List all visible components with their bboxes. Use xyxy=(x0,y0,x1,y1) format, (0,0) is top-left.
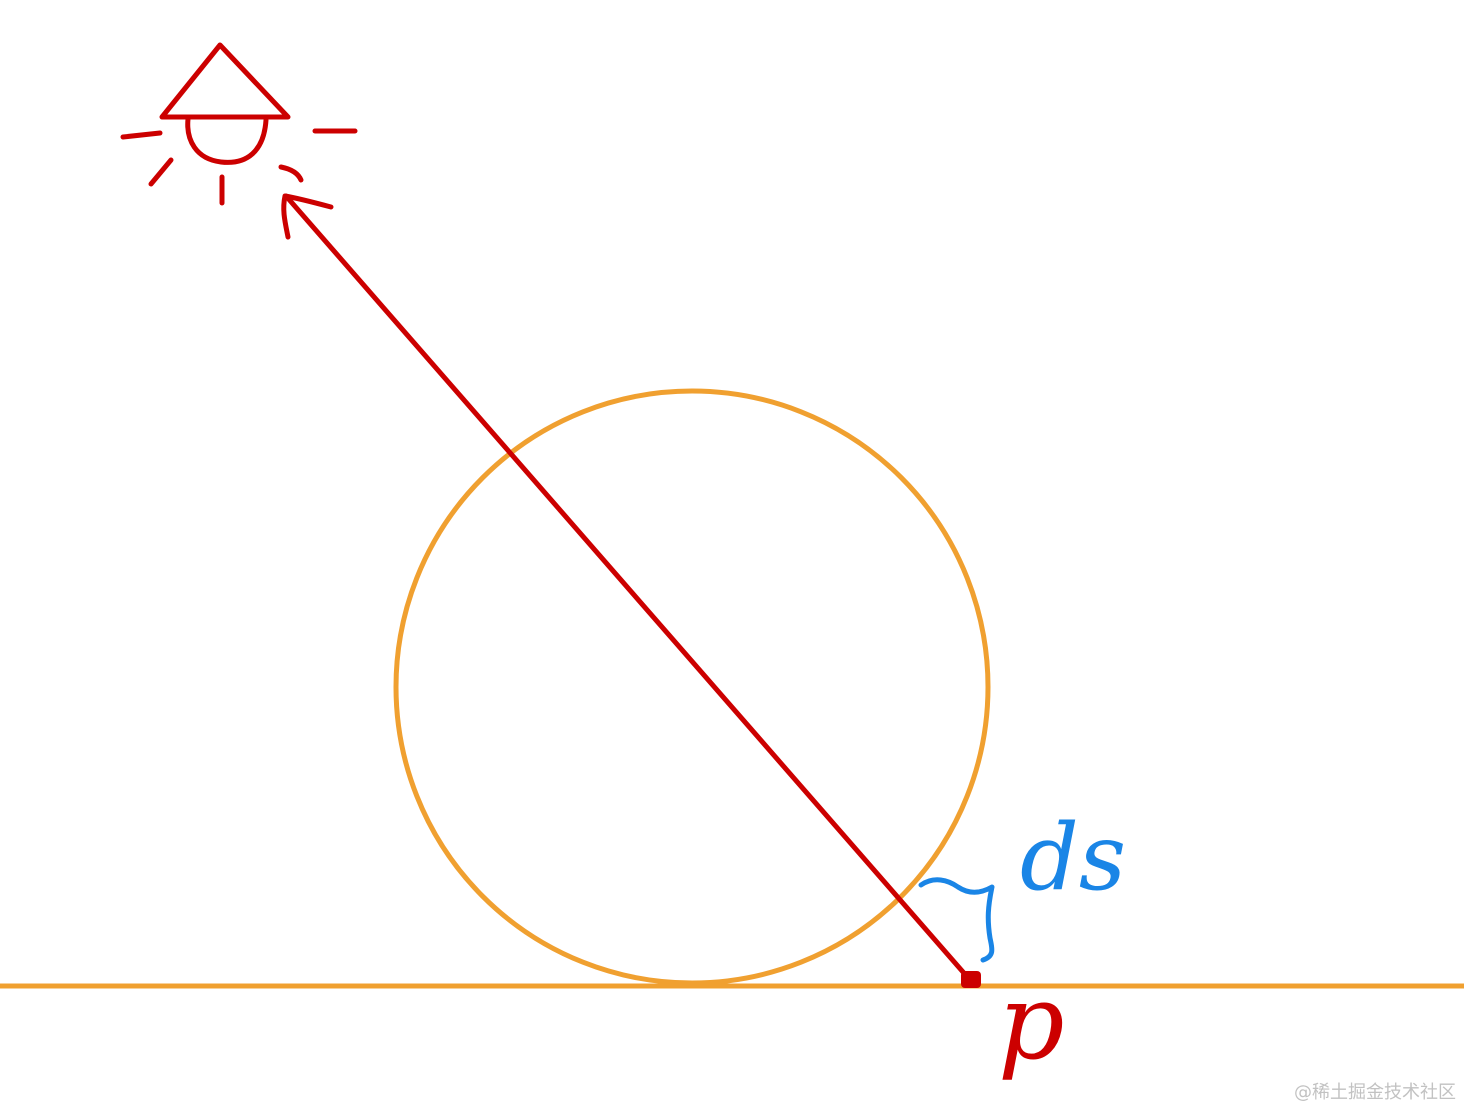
point-label: p xyxy=(998,961,1065,1083)
occluder-circle xyxy=(393,388,991,986)
light-lamp-icon xyxy=(120,42,358,206)
watermark-text: @稀土掘金技术社区 xyxy=(1294,1082,1456,1103)
distance-label: ds xyxy=(1020,804,1126,911)
ray-arrowhead xyxy=(281,193,334,240)
distance-bracket xyxy=(918,877,995,963)
point-p-marker xyxy=(961,971,981,988)
ray-to-light xyxy=(283,193,973,983)
